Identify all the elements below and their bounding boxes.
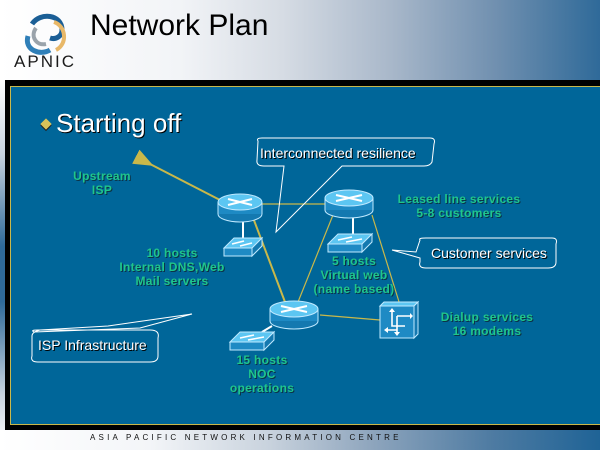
- router-3-icon[interactable]: [269, 300, 319, 330]
- link-router2-router3: [297, 214, 334, 303]
- label-virtual-web: 5 hosts Virtual web (name based): [308, 254, 400, 296]
- callout-customer-text: Customer services: [431, 245, 547, 261]
- link-router3-switch3: [261, 325, 273, 333]
- label-dialup: Dialup services 16 modems: [432, 310, 542, 338]
- label-line: Internal DNS,Web: [119, 260, 225, 274]
- switch-2-icon[interactable]: [326, 232, 374, 254]
- diamond-bullet-icon: [40, 117, 52, 130]
- label-line: 10 hosts: [146, 246, 198, 260]
- left-decor-strip: [0, 80, 7, 450]
- apnic-logo-icon: [24, 13, 66, 55]
- label-leased-line: Leased line services 5-8 customers: [384, 192, 534, 220]
- callout-isp-infra-bubble: [31, 313, 193, 363]
- label-line: (name based): [313, 282, 395, 296]
- label-line: 16 modems: [452, 324, 522, 338]
- page-title: Network Plan: [90, 9, 269, 42]
- label-line: Upstream: [73, 169, 131, 183]
- callout-interconnected-text: Interconnected resilience: [260, 145, 416, 161]
- label-line: 5-8 customers: [416, 206, 502, 220]
- label-line: Mail servers: [135, 274, 209, 288]
- label-line: 5 hosts: [331, 254, 377, 268]
- callout-isp-infra-text: ISP Infrastructure: [38, 337, 147, 353]
- link-upstream: [132, 149, 221, 201]
- label-line: Dialup services: [440, 310, 534, 324]
- label-noc: 15 hosts NOC operations: [218, 353, 306, 395]
- slide-header: APNIC Network Plan: [0, 0, 600, 80]
- link-router2-access: [371, 214, 401, 306]
- logo-text: APNIC: [14, 52, 76, 71]
- link-router3-access: [319, 314, 381, 321]
- switch-1-icon[interactable]: [222, 236, 264, 258]
- slide-footer: ASIA PACIFIC NETWORK INFORMATION CENTRE: [0, 430, 600, 450]
- label-line: NOC: [248, 367, 276, 381]
- access-server-icon[interactable]: [378, 300, 420, 340]
- link-router1-router3: [251, 214, 286, 303]
- label-line: Virtual web: [320, 268, 388, 282]
- bullet-item: Starting off: [40, 108, 182, 139]
- footer-org-name: ASIA PACIFIC NETWORK INFORMATION CENTRE: [90, 433, 402, 442]
- callout-interconnected-bubble: [256, 137, 435, 234]
- label-internal-hosts: 10 hosts Internal DNS,Web Mail servers: [106, 246, 238, 288]
- label-upstream-isp: Upstream ISP: [62, 169, 142, 197]
- router-2-icon[interactable]: [324, 189, 374, 219]
- switch-3-icon[interactable]: [228, 330, 276, 352]
- label-line: 15 hosts: [236, 353, 288, 367]
- router-1-icon[interactable]: [217, 193, 263, 223]
- callout-customer-bubble: [391, 237, 557, 269]
- bullet-text: Starting off: [56, 108, 182, 138]
- label-line: operations: [229, 381, 295, 395]
- label-line: ISP: [91, 183, 113, 197]
- label-line: Leased line services: [397, 192, 521, 206]
- content-panel: [10, 86, 600, 425]
